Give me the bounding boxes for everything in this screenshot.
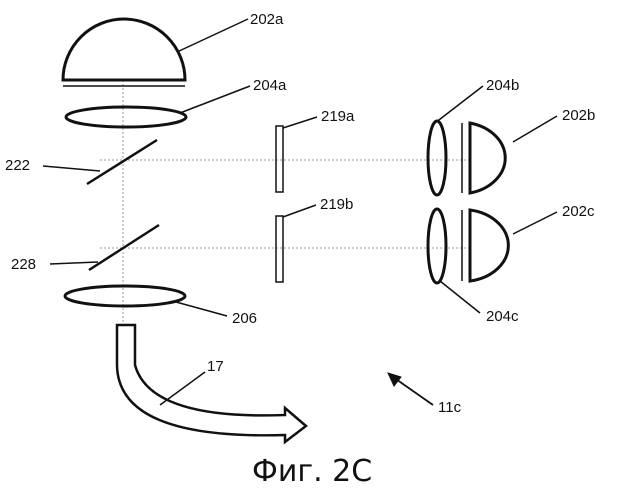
leader-206: [176, 302, 227, 316]
mirror-222: [87, 140, 157, 184]
leader-204c: [440, 281, 480, 313]
label-204a: 204a: [253, 77, 287, 94]
label-204c: 204c: [486, 308, 519, 325]
half-dome-202c: [470, 210, 508, 281]
lens-204b: [428, 121, 446, 195]
leader-202b: [513, 116, 557, 142]
lens-204c: [428, 209, 446, 283]
filter-219b: [276, 216, 283, 282]
filter-219a: [276, 126, 283, 192]
label-202c: 202c: [562, 203, 595, 220]
arrow-11c-shaft: [393, 377, 433, 405]
light-guide-17: [117, 325, 306, 442]
label-11c: 11c: [438, 399, 462, 416]
half-dome-202b: [470, 123, 505, 193]
leader-202a: [177, 19, 248, 52]
lens-204a: [66, 107, 186, 127]
leader-228: [50, 262, 98, 264]
dome-202a: [63, 19, 185, 80]
label-204b: 204b: [486, 77, 519, 94]
label-17: 17: [207, 358, 224, 375]
label-219a: 219a: [321, 108, 355, 125]
label-206: 206: [232, 310, 257, 327]
label-202a: 202a: [250, 11, 284, 28]
figure-caption: Фиг. 2C: [252, 454, 372, 489]
label-202b: 202b: [562, 107, 595, 124]
leader-204a: [180, 86, 250, 113]
label-228: 228: [11, 256, 36, 273]
arrow-11c-head: [388, 373, 401, 386]
leader-202c: [513, 212, 557, 234]
leader-219a: [283, 117, 317, 128]
leader-204b: [435, 86, 483, 123]
label-222: 222: [5, 157, 30, 174]
label-219b: 219b: [320, 196, 353, 213]
leader-222: [43, 166, 100, 171]
leader-219b: [283, 205, 316, 217]
leader-17: [160, 372, 205, 405]
lens-206: [65, 286, 185, 306]
